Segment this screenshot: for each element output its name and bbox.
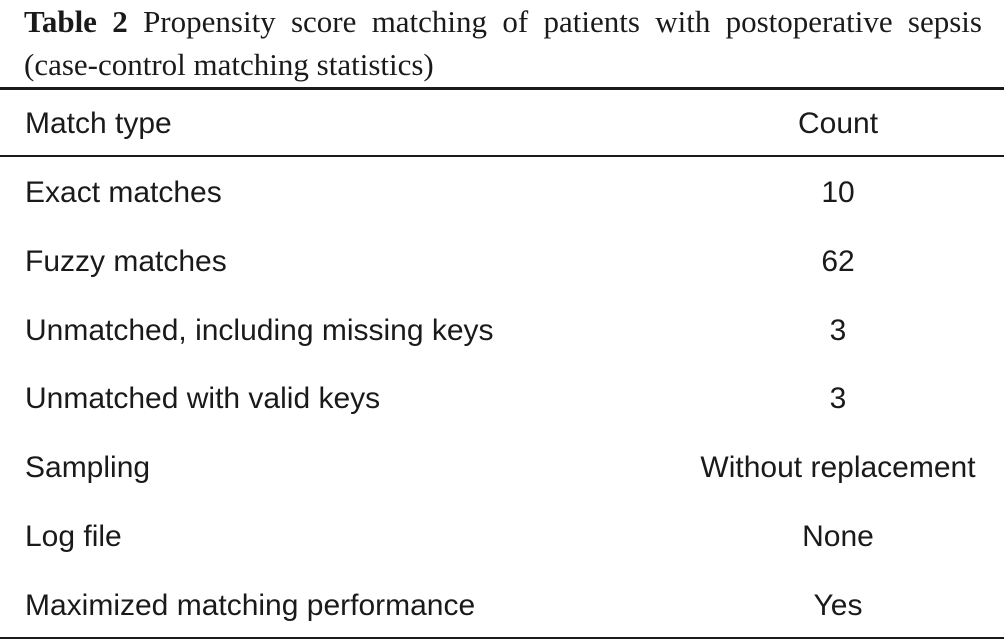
row-count: Without replacement [700,451,976,484]
row-label: Unmatched, including missing keys [25,314,494,347]
table-row: Maximized matching performance Yes [0,586,1004,626]
table-row: Exact matches 10 [0,173,1004,213]
table-row: Sampling Without replacement [0,448,1004,488]
table-row: Unmatched with valid keys 3 [0,379,1004,419]
column-header-count: Count [797,107,879,140]
row-count: 3 [829,382,847,415]
row-label: Log file [25,520,122,553]
caption-text: Propensity score matching of patients wi… [24,4,982,82]
row-label: Maximized matching performance [25,589,476,622]
header-row: Match type Count [0,104,1004,144]
row-count: None [802,520,874,553]
row-count: 62 [821,245,855,278]
bottom-rule [0,637,1004,639]
table-row: Fuzzy matches 62 [0,242,1004,282]
row-label: Fuzzy matches [25,245,227,278]
row-label: Unmatched with valid keys [25,382,381,415]
column-header-match-type: Match type [25,107,172,140]
row-label: Sampling [25,451,151,484]
table-row: Log file None [0,517,1004,557]
row-label: Exact matches [25,176,222,209]
row-count: 3 [829,314,847,347]
caption-label: Table 2 [24,4,128,39]
header-rule [0,155,1004,157]
row-count: 10 [821,176,855,209]
top-rule [0,87,1004,90]
row-count: Yes [813,589,863,622]
table-row: Unmatched, including missing keys 3 [0,311,1004,351]
table-caption: Table 2 Propensity score matching of pat… [24,0,982,86]
